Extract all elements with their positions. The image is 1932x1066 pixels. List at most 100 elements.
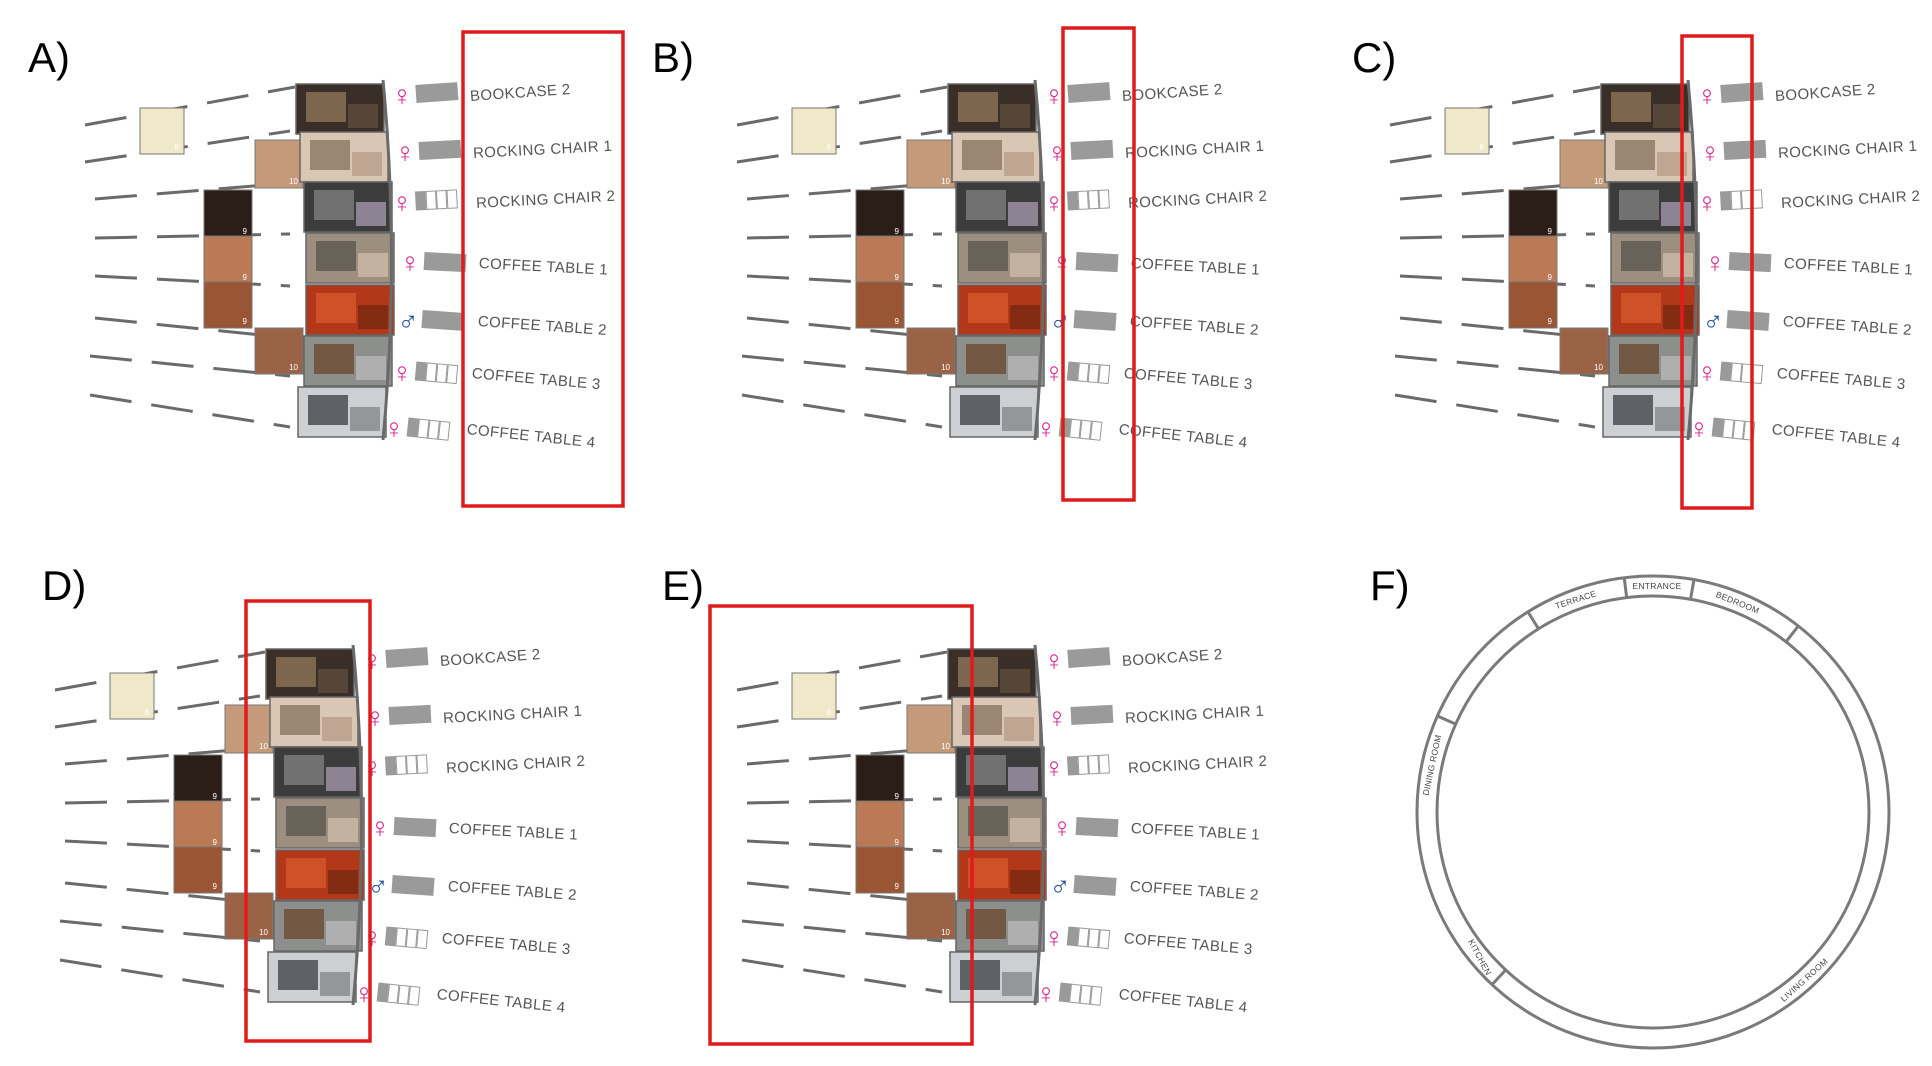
bar-cell (1719, 190, 1732, 211)
bar-cell (407, 985, 421, 1006)
item-label: COFFEE TABLE 2 (1782, 313, 1912, 339)
radial-line (59, 958, 261, 994)
bar-cell (405, 754, 418, 775)
female-icon: ♀ (392, 80, 413, 111)
swatch-number: 9 (213, 838, 218, 847)
bar-cell (425, 362, 438, 383)
swatch-number: 10 (289, 363, 298, 372)
photo-detail (1619, 344, 1659, 374)
furniture-photo (1610, 284, 1700, 336)
photo-detail (1008, 921, 1038, 945)
female-icon: ♀ (1044, 752, 1065, 783)
photo-detail (962, 140, 1002, 170)
female-icon: ♀ (362, 645, 383, 676)
photo-detail (1653, 104, 1683, 128)
photo-detail (278, 960, 318, 990)
strip-edge (1033, 644, 1045, 1006)
furniture-photo (297, 386, 387, 438)
bar-fill (1073, 875, 1117, 896)
furniture-photo (955, 900, 1045, 952)
bar-cell (405, 928, 418, 949)
radial-line (54, 650, 266, 692)
color-swatch (203, 281, 253, 329)
female-icon: ♀ (365, 702, 386, 733)
radial-line (84, 85, 296, 127)
bar-cell (1079, 419, 1092, 440)
photo-detail (308, 395, 348, 425)
radial-line (64, 839, 261, 853)
item-label: COFFEE TABLE 3 (1776, 365, 1906, 393)
female-icon: ♀ (1052, 812, 1073, 843)
bar-cell (1098, 189, 1110, 209)
female-icon: ♀ (362, 922, 383, 953)
bar-cell (395, 927, 408, 948)
rating-bar (1070, 704, 1114, 725)
color-swatch (855, 800, 905, 850)
female-icon: ♀ (1036, 978, 1057, 1009)
strip-edge (1686, 79, 1698, 441)
ring-outer (1415, 574, 1891, 1050)
swatch-number: 10 (941, 928, 950, 937)
bar-cell (1087, 754, 1100, 775)
item-label: ROCKING CHAIR 2 (1128, 188, 1268, 212)
female-icon: ♀ (1044, 357, 1065, 388)
bar-fill (423, 252, 467, 273)
rating-bar (1066, 189, 1110, 211)
color-swatch (906, 139, 956, 189)
bar-cell (1058, 982, 1072, 1003)
photo-detail (1661, 202, 1691, 226)
radial-line (746, 839, 943, 853)
panel-label: C) (1352, 34, 1396, 81)
color-swatch (906, 704, 956, 754)
bar-cell (446, 189, 458, 209)
strip-edge (1033, 79, 1045, 441)
photo-detail (314, 344, 354, 374)
female-icon: ♀ (1047, 702, 1068, 733)
color-swatch (224, 892, 274, 940)
color-swatch (203, 189, 253, 239)
bar-fill (421, 310, 465, 331)
furniture-photo (957, 797, 1047, 849)
female-icon: ♀ (1705, 247, 1726, 278)
bar-cell (416, 754, 428, 774)
female-icon: ♀ (392, 357, 413, 388)
bar-cell (446, 364, 459, 385)
bar-cell (416, 929, 429, 950)
photo-detail (1615, 140, 1655, 170)
color-swatch (224, 704, 274, 754)
photo-detail (968, 241, 1008, 271)
radial-line (741, 919, 943, 943)
color-swatch (855, 235, 905, 285)
rating-bar (414, 189, 458, 211)
item-label: ROCKING CHAIR 1 (443, 703, 583, 727)
swatch-number: 9 (213, 792, 218, 801)
photo-detail (320, 972, 350, 996)
furniture-photo (955, 181, 1045, 233)
photo-detail (318, 669, 348, 693)
color-swatch (173, 754, 223, 804)
female-icon: ♀ (400, 247, 421, 278)
color-swatch (139, 107, 185, 155)
bar-cell (395, 755, 407, 775)
photo-detail (1655, 407, 1685, 431)
item-label: ROCKING CHAIR 2 (476, 188, 616, 212)
rating-bar (1066, 361, 1111, 385)
furniture-photo (951, 696, 1041, 748)
photo-detail (1010, 818, 1040, 842)
swatch-number: 9 (1548, 273, 1553, 282)
rating-bar (1073, 310, 1117, 331)
radial-line (1389, 129, 1596, 164)
furniture-photo (951, 131, 1041, 183)
photo-detail (286, 806, 326, 836)
bar-cell (437, 420, 451, 441)
item-label: ROCKING CHAIR 2 (446, 753, 586, 777)
item-label: COFFEE TABLE 3 (441, 930, 571, 958)
color-swatch (1508, 235, 1558, 285)
rating-bar (384, 754, 428, 776)
room-divider (1689, 579, 1696, 600)
bar-cell (1066, 755, 1079, 776)
photo-detail (1010, 870, 1040, 894)
room-divider (1622, 577, 1629, 598)
